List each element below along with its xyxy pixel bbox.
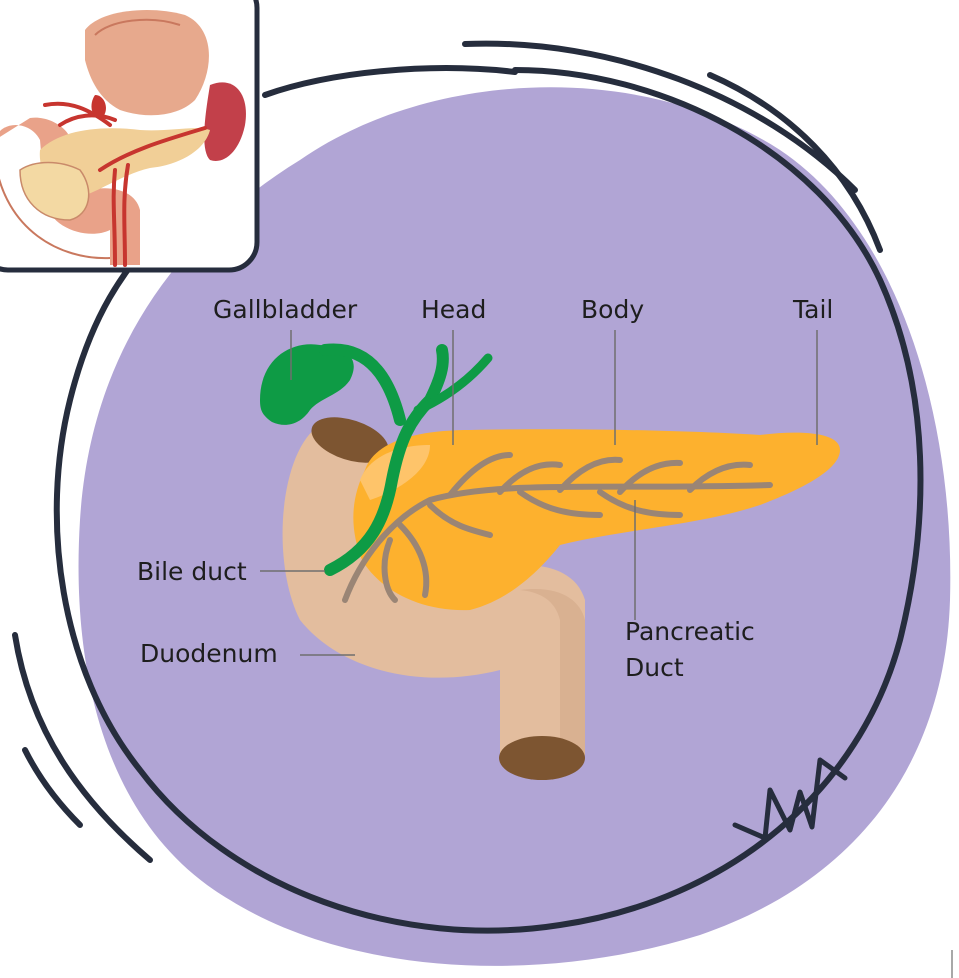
label-body: Body [581, 295, 644, 324]
ring-top-arc [265, 68, 515, 95]
label-head: Head [421, 295, 486, 324]
duodenum-bottom-opening [499, 736, 585, 780]
label-pancreatic-duct-line2: Duct [625, 653, 684, 682]
inset-anatomy-illustration [0, 0, 257, 270]
label-gallbladder: Gallbladder [213, 295, 358, 324]
label-duodenum: Duodenum [140, 639, 278, 668]
label-bile-duct: Bile duct [137, 557, 247, 586]
ring-left-arc-2 [25, 750, 80, 825]
label-tail: Tail [792, 295, 833, 324]
label-pancreatic-duct-line1: Pancreatic [625, 617, 755, 646]
